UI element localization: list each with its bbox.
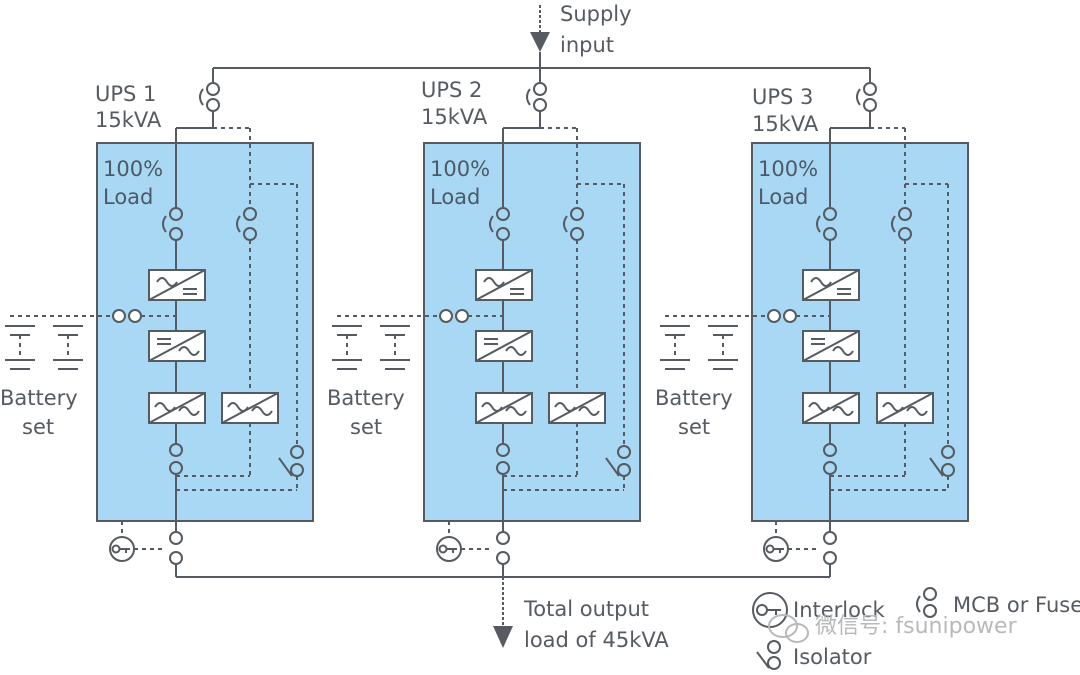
wechat-icon bbox=[768, 614, 809, 643]
ups-3-battery-label-line2: set bbox=[678, 415, 710, 439]
ups-3-interlock-icon bbox=[763, 536, 789, 562]
legend-mcb-icon bbox=[916, 587, 937, 618]
ups-3-rectifier-icon bbox=[802, 269, 860, 301]
ups-2-interlock-icon bbox=[436, 536, 462, 562]
ups-3-battery-icon bbox=[660, 325, 738, 370]
ups-1-rectifier-mcb-icon bbox=[162, 207, 183, 241]
ups-2-bypass-switch-icon bbox=[548, 392, 606, 424]
ups-2-battery-label-line1: Battery bbox=[327, 386, 405, 410]
ups-2-rating: 15kVA bbox=[421, 105, 488, 129]
ups-3-static-switch-icon bbox=[802, 392, 860, 424]
ups-2-rectifier-icon bbox=[475, 269, 533, 301]
ups-2-input-mcb-icon bbox=[526, 82, 547, 112]
output-label-line1: Total output bbox=[523, 597, 649, 621]
ups-unit-2: UPS 2 15kVA 100% Load bbox=[327, 68, 641, 577]
ups-3-cabinet bbox=[751, 142, 969, 522]
ups-3-bypass-switch-icon bbox=[876, 392, 934, 424]
watermark: 微信号: fsunipower bbox=[768, 614, 1018, 643]
legend-isolator-icon bbox=[756, 640, 781, 670]
ups-1-interlock-icon bbox=[109, 536, 135, 562]
ups-1-battery-label-line2: set bbox=[22, 415, 54, 439]
ups-2-inverter-icon bbox=[475, 330, 533, 362]
ups-1-load-word: Load bbox=[103, 185, 153, 209]
ups-2-battery-label-line2: set bbox=[350, 415, 382, 439]
ups-1-rating: 15kVA bbox=[95, 108, 162, 132]
ups-1-load-pct: 100% bbox=[103, 157, 163, 181]
total-output-arrow bbox=[493, 577, 513, 648]
legend-isolator-label: Isolator bbox=[793, 645, 872, 669]
ups-3-maintenance-isolator-icon bbox=[929, 445, 955, 477]
ups-2-load-word: Load bbox=[430, 185, 480, 209]
ups-3-battery-isolator-icon bbox=[767, 309, 797, 323]
ups-3-load-pct: 100% bbox=[758, 157, 818, 181]
watermark-text: 微信号: fsunipower bbox=[815, 614, 1018, 639]
supply-label-line2: input bbox=[560, 33, 614, 57]
ups-unit-3: UPS 3 15kVA 100% Load bbox=[655, 68, 969, 577]
ups-1-static-switch-icon bbox=[148, 392, 206, 424]
ups-3-rating: 15kVA bbox=[752, 112, 819, 136]
ups-1-battery-label-line1: Battery bbox=[0, 386, 78, 410]
ups-2-static-switch-icon bbox=[475, 392, 533, 424]
ups-2-rectifier-mcb-icon bbox=[489, 207, 510, 241]
legend-interlock-label: Interlock bbox=[793, 598, 886, 622]
ups-3-load-word: Load bbox=[758, 185, 808, 209]
ups-2-load-pct: 100% bbox=[430, 157, 490, 181]
ups-1-inverter-icon bbox=[148, 330, 206, 362]
ups-1-bypass-mcb-icon bbox=[236, 207, 257, 241]
supply-input-arrow bbox=[530, 5, 550, 52]
ups-3-battery-label-line1: Battery bbox=[655, 386, 733, 410]
legend: Interlock MCB or Fuse Isolator bbox=[752, 587, 1080, 670]
legend-mcb-label: MCB or Fuse bbox=[953, 593, 1080, 617]
ups-2-bypass-mcb-icon bbox=[563, 207, 584, 241]
ups-2-name: UPS 2 bbox=[421, 78, 482, 102]
ups-1-output-mcb-icon bbox=[169, 531, 183, 565]
ups-1-bypass-switch-icon bbox=[221, 392, 279, 424]
ups-unit-1: UPS 1 15kVA 100% Load bbox=[0, 68, 314, 577]
ups-1-rectifier-icon bbox=[148, 269, 206, 301]
ups-1-maintenance-isolator-icon bbox=[278, 445, 304, 477]
ups-2-battery-icon bbox=[332, 325, 410, 370]
ups-1-battery-icon bbox=[5, 325, 83, 370]
ups-2-output-mcb-icon bbox=[496, 531, 510, 565]
ups-3-inverter-icon bbox=[802, 330, 860, 362]
output-label-line2: load of 45kVA bbox=[524, 628, 669, 652]
ups-3-output-mcb-icon bbox=[823, 531, 837, 565]
ups-1-input-mcb-icon bbox=[199, 82, 220, 112]
ups-1-name: UPS 1 bbox=[95, 82, 156, 106]
ups-3-name: UPS 3 bbox=[752, 85, 813, 109]
supply-label-line1: Supply bbox=[560, 2, 632, 26]
ups-3-input-mcb-icon bbox=[856, 82, 877, 112]
